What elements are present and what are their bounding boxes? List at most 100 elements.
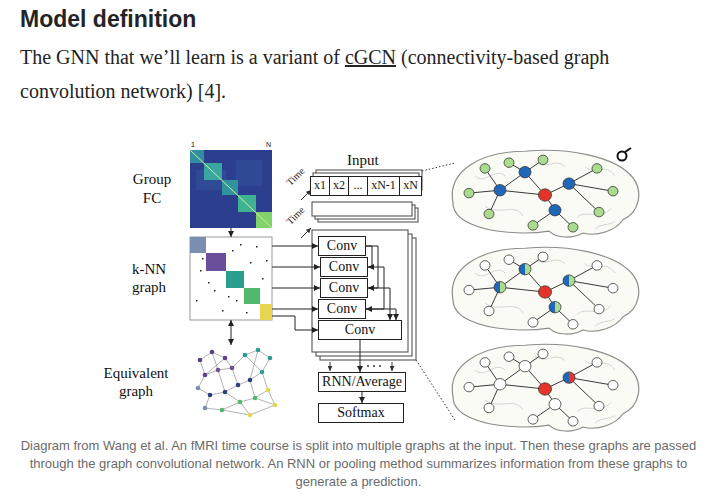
- box-label: Softmax: [337, 405, 384, 420]
- graph-dot: [248, 378, 253, 383]
- matrix-dots: [196, 244, 268, 314]
- input-cell: x1: [310, 176, 330, 196]
- graph-dot: [236, 383, 241, 388]
- graph-links: [469, 354, 613, 421]
- graph-node: [549, 302, 561, 313]
- graph-node: [464, 188, 474, 198]
- connector-arrow: [272, 288, 320, 289]
- index-label: 1: [191, 141, 195, 149]
- graph-dot: [273, 403, 278, 408]
- graph-node: [464, 285, 474, 295]
- graph-node: [538, 155, 548, 165]
- ellipsis-dot: [373, 365, 375, 367]
- connector-arrow: [231, 228, 232, 237]
- box-label: Conv: [345, 322, 375, 337]
- process-box: RNN/Average: [318, 372, 406, 392]
- graph-node: [528, 318, 538, 328]
- matrix-block: [206, 253, 226, 271]
- graph-node: [549, 205, 561, 216]
- graph-node: [528, 221, 538, 231]
- graph-node: [494, 282, 506, 293]
- heading-box: Model definition: [20, 4, 700, 34]
- graph-dot: [256, 348, 261, 353]
- brain-outline: [452, 344, 638, 431]
- graph-node: [608, 283, 618, 293]
- graph-node: [504, 255, 514, 265]
- graph-dot: [210, 350, 215, 355]
- box-label: Conv: [327, 301, 357, 316]
- graph-dot: [268, 356, 273, 361]
- graph-node: [519, 167, 531, 178]
- matrix-block: [226, 271, 244, 288]
- process-box: Softmax: [318, 403, 404, 423]
- graph-node: [592, 164, 602, 174]
- graph-links: [198, 350, 275, 415]
- graph-node: [480, 261, 490, 271]
- label-box: Input: [345, 152, 381, 169]
- matrix-ground: [190, 237, 272, 320]
- process-box: Conv: [318, 320, 402, 340]
- graph-links: [469, 257, 613, 324]
- graph-dot: [260, 370, 265, 375]
- box-label: RNN/Average: [322, 374, 402, 389]
- box-label: Conv: [329, 259, 359, 274]
- graph-dot: [266, 388, 271, 393]
- graph-dot: [253, 396, 258, 401]
- panel-label: k-NN graph: [122, 260, 176, 298]
- caption-box: Diagram from Wang et al. An fMRI time co…: [14, 437, 703, 491]
- process-box: Conv: [320, 278, 368, 298]
- graph-node: [519, 361, 531, 372]
- graph-node: [563, 275, 575, 286]
- cell-label: x1: [314, 179, 326, 192]
- graph-node: [494, 185, 506, 196]
- stack-arrow: [392, 362, 393, 371]
- image-panel: Equivalent graph: [186, 345, 278, 420]
- brain-outline: [452, 150, 638, 237]
- matrix-block: [260, 304, 272, 320]
- graph-node: [539, 286, 552, 298]
- connector-arrow: [368, 288, 390, 320]
- ellipsis-dot: [379, 365, 381, 367]
- cell-label: xN-1: [371, 179, 396, 192]
- brain-outline: [452, 247, 638, 334]
- label-box: N: [266, 141, 271, 149]
- graph-node: [538, 252, 548, 262]
- graph-node: [592, 358, 602, 368]
- body-text: The GNN that we’ll learn is a variant of: [20, 46, 340, 68]
- matrix-block: [190, 237, 206, 253]
- process-box: Conv: [320, 257, 368, 277]
- label-box: Time: [285, 210, 306, 221]
- side-caption: k-NN graph: [122, 260, 176, 298]
- graph-node: [563, 178, 575, 189]
- graph-dot: [198, 358, 203, 363]
- label-box: Time: [285, 171, 306, 182]
- stack-sheet: [312, 202, 412, 216]
- graph-dot: [248, 413, 253, 418]
- stack-arrow: [330, 362, 331, 371]
- icon-hook: [625, 148, 631, 152]
- graph-dot: [223, 390, 228, 395]
- graph-node: [539, 189, 552, 201]
- connector-arrow: [231, 320, 232, 345]
- graph-node: [539, 383, 552, 395]
- process-box: Conv: [318, 299, 366, 319]
- graph-node: [464, 382, 474, 392]
- graph-node: [563, 372, 575, 383]
- index-label: N: [266, 141, 271, 149]
- zoom-leader: [416, 360, 455, 420]
- stack-panel: [312, 230, 408, 352]
- icon-ring: [618, 152, 627, 161]
- graph-node: [608, 186, 618, 196]
- graph-node: [494, 379, 506, 390]
- cell-label: ...: [354, 179, 363, 192]
- graph-dot: [203, 406, 208, 411]
- graph-node: [504, 158, 514, 168]
- graph-node: [528, 415, 538, 425]
- conv-panel-stack: [312, 230, 416, 371]
- brain-graph: [452, 247, 638, 334]
- reference-link: cGCN: [345, 46, 396, 68]
- graph-node: [568, 320, 578, 330]
- connector-arrow: [362, 392, 363, 403]
- cell-label: x2: [333, 179, 345, 192]
